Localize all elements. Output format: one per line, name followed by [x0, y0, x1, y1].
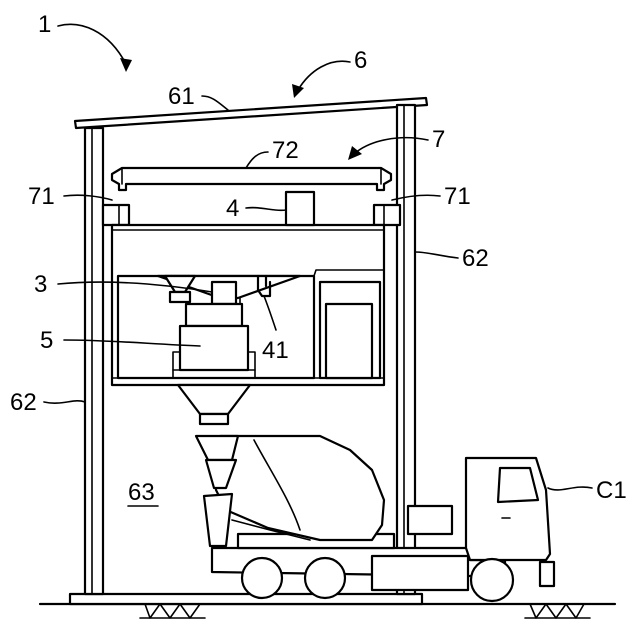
crane-girder	[112, 168, 391, 190]
label-5: 5	[40, 327, 53, 354]
label-62-right: 62	[462, 245, 489, 272]
label-6: 6	[354, 47, 367, 74]
label-61: 61	[168, 83, 195, 110]
wheel-rear-2	[305, 558, 345, 598]
cab-step	[540, 562, 554, 586]
rear-chute	[204, 494, 232, 546]
discharge-chute	[178, 385, 250, 414]
label-63: 63	[128, 479, 155, 506]
mixer-drum	[216, 436, 384, 540]
label-72: 72	[272, 137, 299, 164]
label-C1: C1	[596, 477, 627, 504]
label-62-left: 62	[10, 389, 37, 416]
side-door	[326, 304, 372, 378]
leader-arrow-7	[354, 138, 428, 154]
crane	[103, 168, 400, 225]
arrowhead-1	[120, 58, 132, 72]
label-71-right: 71	[444, 183, 471, 210]
roof	[75, 98, 427, 128]
label-4: 4	[226, 195, 239, 222]
drum-hopper	[196, 436, 238, 460]
leader-72	[246, 152, 268, 168]
label-3: 3	[34, 271, 47, 298]
label-7: 7	[432, 126, 445, 153]
module-unit	[112, 192, 384, 424]
leader-arrow-1	[58, 24, 126, 64]
label-41: 41	[262, 337, 289, 364]
label-71-left: 71	[28, 183, 55, 210]
wheel-rear-1	[242, 558, 282, 598]
leader-62-right	[415, 252, 458, 258]
mixer-upper	[186, 304, 242, 326]
leader-62-left	[44, 401, 85, 403]
leader-arrow-6	[298, 61, 350, 90]
wheel-front	[471, 559, 513, 601]
cab-window	[498, 468, 538, 502]
arrowhead-6	[292, 84, 304, 98]
crane-saddle-right	[374, 205, 400, 225]
leader-C1	[548, 487, 592, 490]
mixer-body	[180, 326, 248, 370]
crane-saddle-left	[103, 205, 129, 225]
leader-61	[202, 96, 228, 110]
label-1: 1	[38, 11, 51, 38]
mixer-truck	[196, 436, 554, 601]
arrowhead-7	[348, 146, 362, 160]
hoist-block	[286, 192, 314, 225]
leader-4	[246, 208, 286, 211]
